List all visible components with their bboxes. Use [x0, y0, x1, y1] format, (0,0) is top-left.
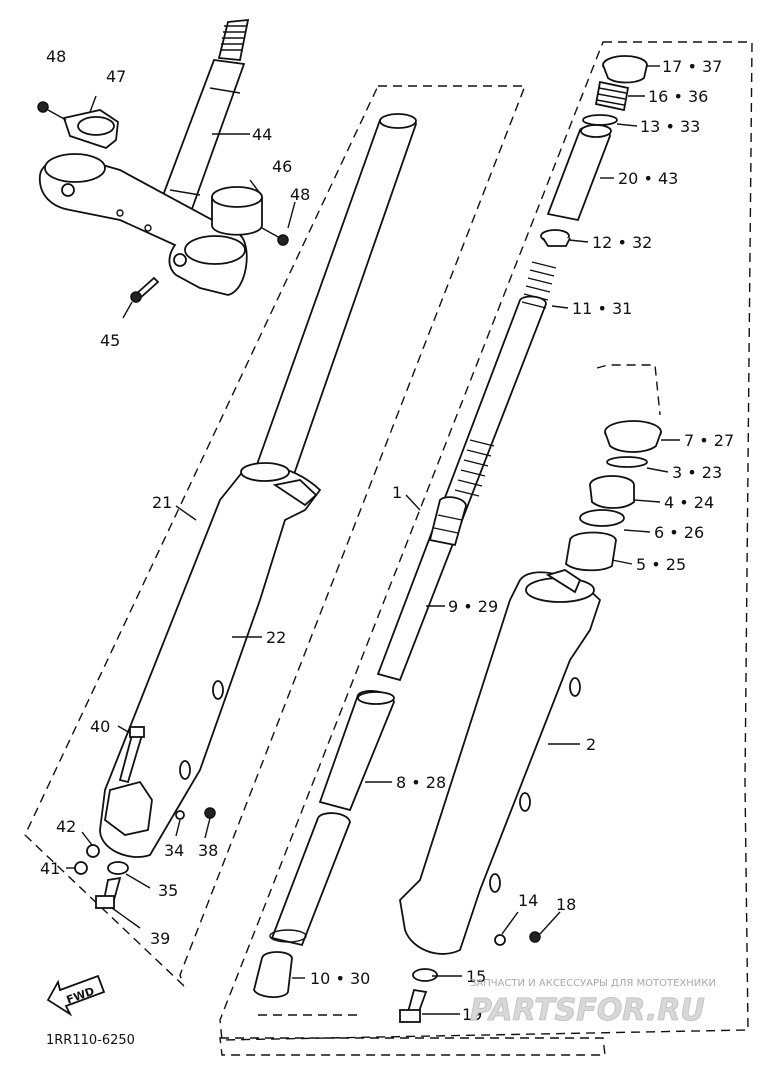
label-4: 4 • 24 [664, 493, 714, 512]
label-1: 1 [392, 483, 402, 502]
label-47: 47 [106, 67, 126, 86]
left-slider [99, 462, 322, 858]
label-9: 9 • 29 [448, 597, 498, 616]
label-5: 5 • 25 [636, 555, 686, 574]
label-42: 42 [56, 817, 76, 836]
cap-17 [602, 55, 648, 84]
clip-3 [606, 456, 648, 468]
right-slider [399, 569, 602, 955]
label-17: 17 • 37 [662, 57, 722, 76]
bolt-48b [261, 227, 289, 246]
nut-41 [74, 861, 88, 875]
label-39: 39 [150, 929, 170, 948]
label-48a: 48 [46, 47, 66, 66]
washer-34 [175, 810, 185, 820]
washer-14 [494, 934, 506, 946]
spring-11 [454, 261, 557, 497]
outline-left-fork [24, 85, 527, 988]
outline-inner-tube [219, 1037, 606, 1056]
seat-12 [540, 229, 571, 247]
bushing-5 [565, 531, 617, 572]
label-38: 38 [198, 841, 218, 860]
tube-lower [269, 812, 351, 947]
drawing-code: 1RR110-6250 [46, 1033, 135, 1048]
outline-right-fork [219, 41, 753, 1041]
damper-rod-9 [428, 496, 467, 547]
bolt-39 [95, 876, 122, 909]
label-45: 45 [100, 331, 120, 350]
plug-16 [594, 80, 630, 112]
watermark-logo: PARTSFOR.RU [470, 993, 705, 1028]
label-11: 11 • 31 [572, 299, 632, 318]
label-2: 2 [586, 735, 596, 754]
tube-8 [318, 690, 395, 812]
label-34: 34 [164, 841, 184, 860]
washer-35 [107, 861, 129, 875]
bolt-19 [399, 988, 428, 1023]
fwd-arrow [46, 974, 106, 1017]
label-20: 20 • 43 [618, 169, 678, 188]
label-44: 44 [252, 125, 272, 144]
bolt-45 [130, 276, 160, 303]
watermark-tagline: ЗАПЧАСТИ И АКСЕССУАРЫ ДЛЯ МОТОТЕХНИКИ [470, 978, 716, 989]
label-12: 12 • 32 [592, 233, 652, 252]
outline-cap-group [596, 364, 661, 416]
label-16: 16 • 36 [648, 87, 708, 106]
lower-bracket [39, 153, 248, 296]
oil-seal-4 [589, 475, 635, 509]
label-35: 35 [158, 881, 178, 900]
label-15: 15 [466, 967, 486, 986]
clamp-46 [211, 186, 263, 236]
dust-seal-7 [604, 420, 662, 453]
group-outlines [24, 41, 753, 1056]
label-41: 41 [40, 859, 60, 878]
bolt-48a [37, 101, 67, 121]
label-22: 22 [266, 628, 286, 647]
piece-10 [253, 951, 293, 998]
cover-47 [62, 109, 119, 150]
leader-lines [66, 65, 680, 1015]
label-48b: 48 [290, 185, 310, 204]
left-outer-tube [253, 113, 417, 482]
label-3: 3 • 23 [672, 463, 722, 482]
nut-42 [86, 844, 100, 858]
label-8: 8 • 28 [396, 773, 446, 792]
label-40: 40 [90, 717, 110, 736]
spacer-20 [546, 124, 612, 222]
bolt-38 [204, 807, 216, 819]
steering-stem [154, 18, 250, 222]
label-19: 19 [462, 1005, 482, 1024]
label-21: 21 [152, 493, 172, 512]
callout-labels: 48 47 44 46 48 45 21 22 40 42 34 38 41 3… [40, 47, 734, 1024]
label-46: 46 [272, 157, 292, 176]
label-6: 6 • 26 [654, 523, 704, 542]
label-7: 7 • 27 [684, 431, 734, 450]
label-18: 18 [556, 895, 576, 914]
label-13: 13 • 33 [640, 117, 700, 136]
bolt-40 [118, 726, 145, 784]
label-10: 10 • 30 [310, 969, 370, 988]
label-14: 14 [518, 891, 538, 910]
washer-15 [412, 968, 438, 982]
washer-6 [579, 509, 625, 527]
oring-13 [582, 114, 618, 126]
bolt-18 [529, 931, 541, 943]
